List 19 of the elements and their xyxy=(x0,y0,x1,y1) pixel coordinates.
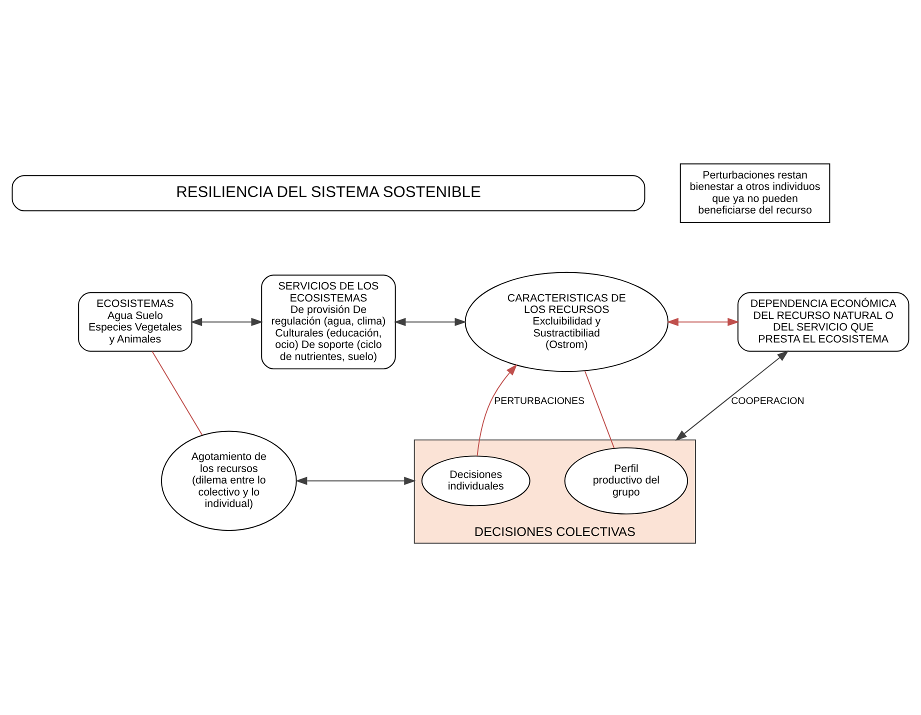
edge-label: PERTURBACIONES xyxy=(494,396,584,407)
node-ellipse: Decisiones individuales xyxy=(421,456,530,506)
arrow xyxy=(666,318,740,326)
arrow xyxy=(476,364,518,456)
connector xyxy=(584,370,615,449)
node-box: ECOSISTEMAS Agua Suelo Especies Vegetales y Animales xyxy=(78,292,192,352)
node-ellipse: CARACTERISTICAS DE LOS RECURSOS Excluibilidad y Sustractibiliad (Ostrom) xyxy=(464,272,669,372)
node-box: SERVICIOS DE LOS ECOSISTEMAS De provisión De regulación (agua, clima) Culturales (educación, ocio) De soporte (ciclo de nutrientes, suelo) xyxy=(261,274,396,370)
node-box: DEPENDENCIA ECONÓMICA DEL RECURSO NATURAL O DEL SERVICIO QUE PRESTA EL ECOSISTEMA xyxy=(737,292,910,352)
node-box: Perturbaciones restan bienestar a otros individuos que ya no pueden beneficiarse del recurso xyxy=(680,163,830,223)
arrow xyxy=(675,350,789,441)
arrow xyxy=(394,318,466,326)
edge-label: COOPERACION xyxy=(731,396,804,407)
node-ellipse: Agotamiento de los recursos (dilema entre lo colectivo y lo individual) xyxy=(161,430,297,531)
connector xyxy=(152,350,203,436)
node-ellipse: Perfil productivo del grupo xyxy=(564,447,688,514)
arrow xyxy=(295,476,416,485)
arrow xyxy=(190,318,263,326)
node-box: RESILIENCIA DEL SISTEMA SOSTENIBLE xyxy=(12,175,646,212)
